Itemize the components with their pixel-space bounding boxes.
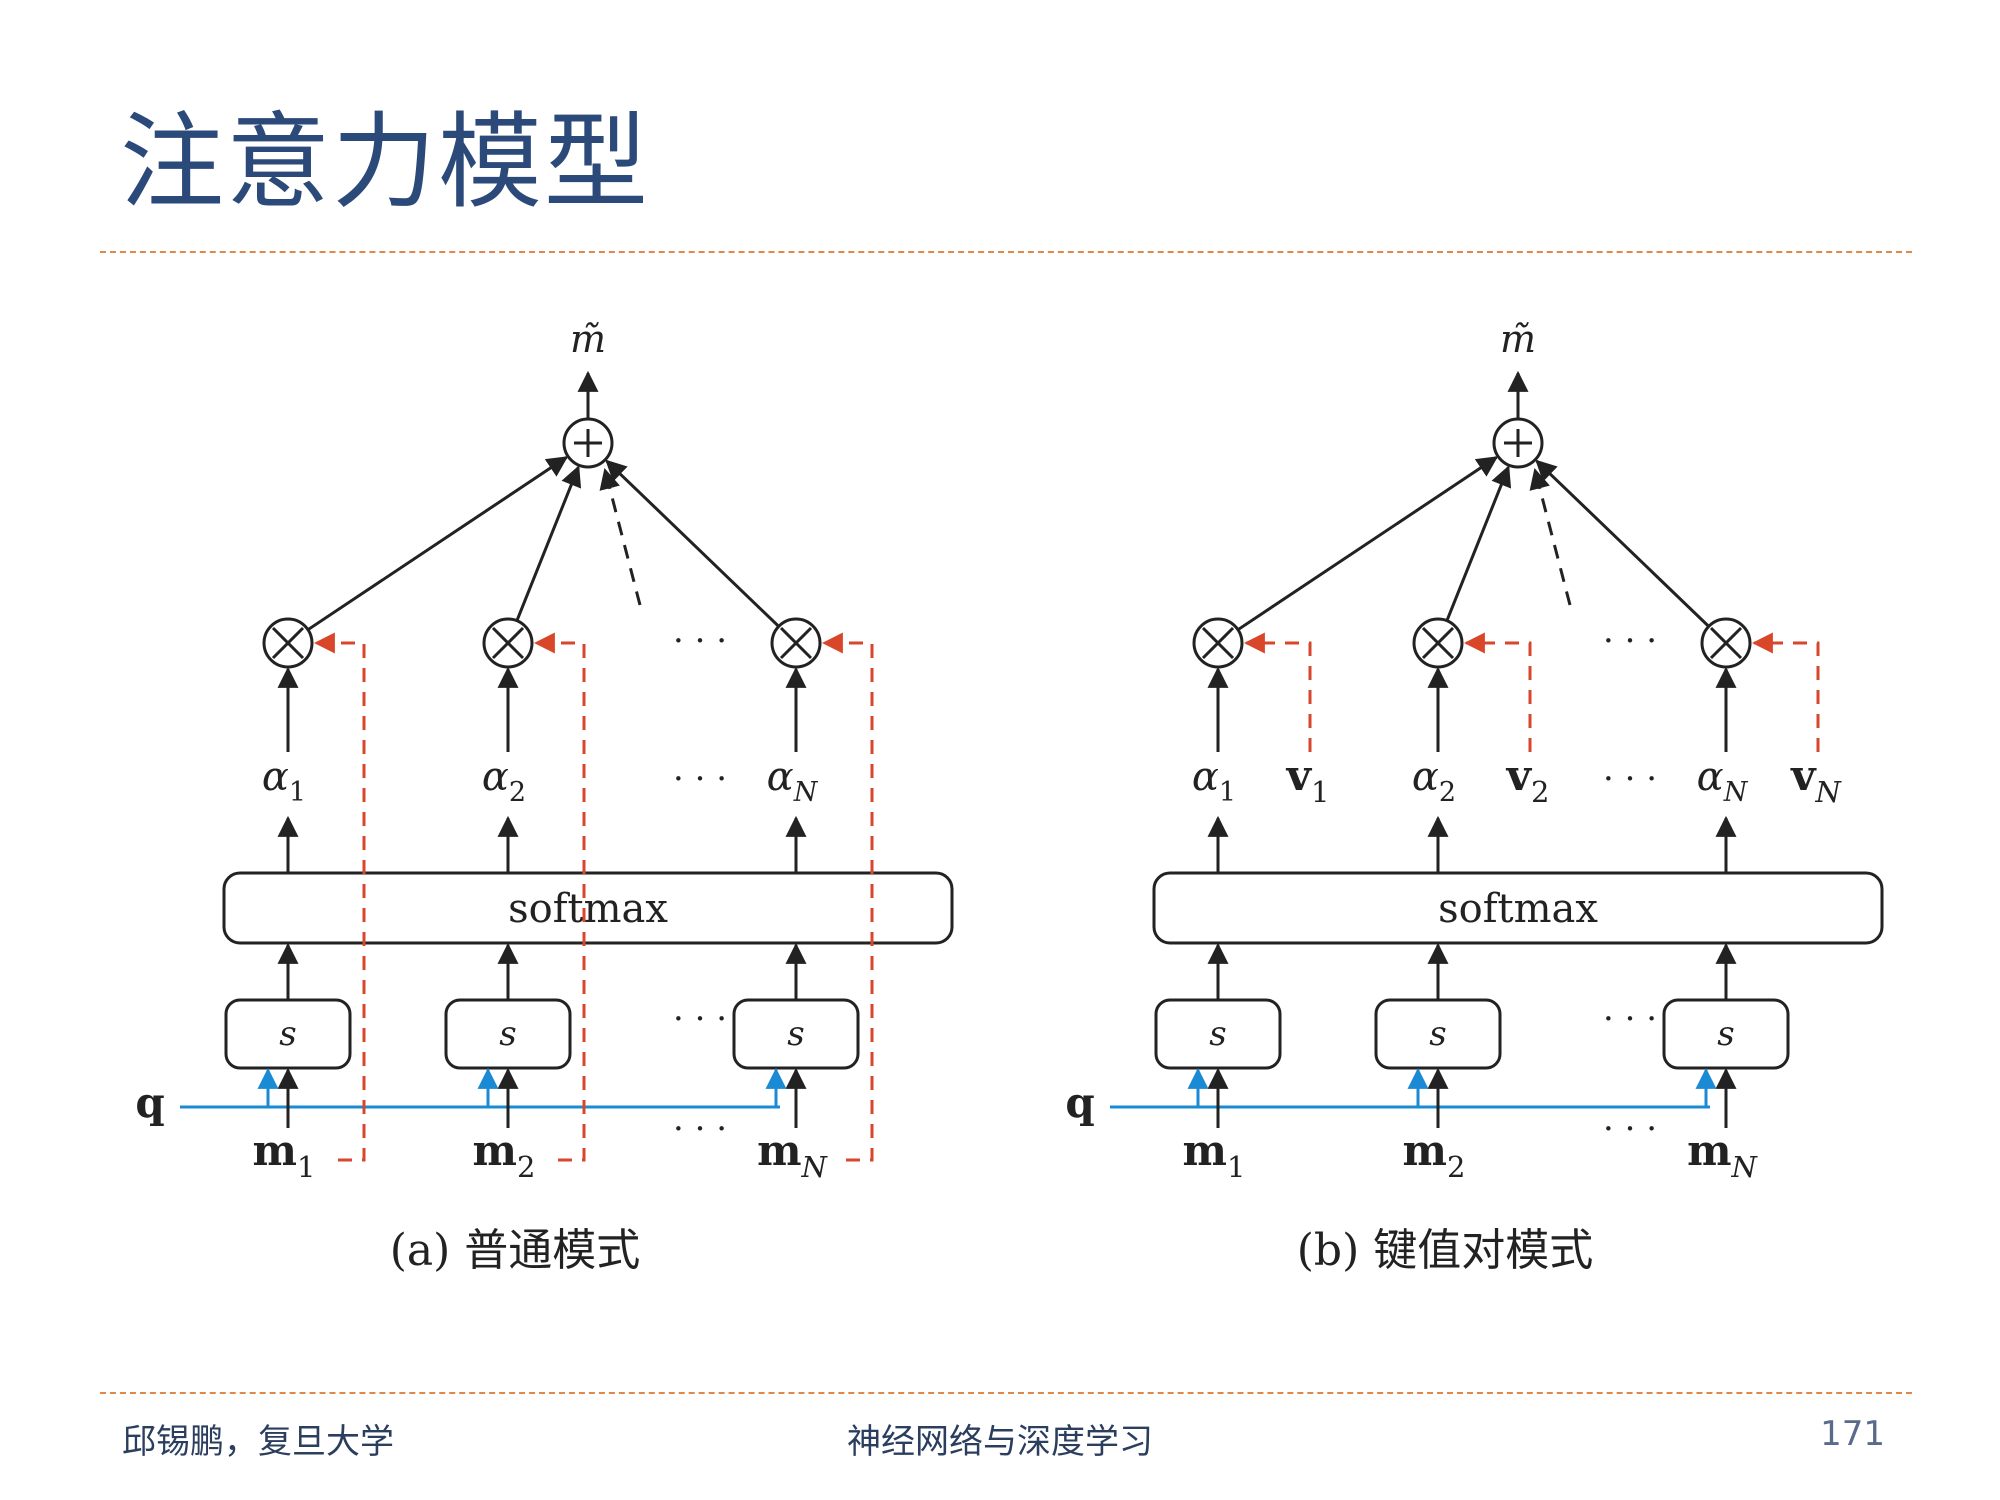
times-mark bbox=[271, 626, 305, 660]
more-terms-arrow bbox=[1529, 467, 1572, 606]
ellipsis: · · · bbox=[1603, 999, 1657, 1039]
weighted-sum-arrow bbox=[605, 459, 780, 628]
alpha-label: αN bbox=[767, 754, 819, 808]
output-label: m̃ bbox=[1500, 317, 1536, 361]
times-mark bbox=[779, 626, 813, 660]
times-mark bbox=[1201, 626, 1235, 660]
weighted-sum-arrow bbox=[307, 456, 569, 631]
query-label: q bbox=[1065, 1078, 1094, 1127]
score-label: s bbox=[279, 1014, 296, 1054]
times-mark bbox=[491, 626, 525, 660]
query-label: q bbox=[135, 1078, 164, 1127]
weighted-sum-arrow bbox=[1445, 465, 1512, 622]
weighted-sum-arrow bbox=[1237, 456, 1499, 631]
ellipsis: · · · bbox=[673, 999, 727, 1039]
value-arrow bbox=[1463, 632, 1532, 752]
alpha-label: αN bbox=[1697, 754, 1749, 808]
ellipsis: · · · bbox=[673, 621, 727, 661]
input-label: mN bbox=[1687, 1126, 1758, 1184]
alpha-label: α1 bbox=[262, 754, 306, 808]
output-label: m̃ bbox=[570, 317, 606, 361]
score-label: s bbox=[1717, 1014, 1734, 1054]
alpha-label: α2 bbox=[1412, 754, 1456, 808]
times-mark bbox=[1421, 626, 1455, 660]
softmax-box bbox=[1152, 871, 1884, 945]
alpha-label: α2 bbox=[482, 754, 526, 808]
weighted-sum-arrow bbox=[1535, 459, 1710, 628]
value-label: vN bbox=[1790, 751, 1842, 809]
value-label: v2 bbox=[1506, 751, 1550, 809]
value-route bbox=[821, 632, 874, 1162]
ellipsis: · · · bbox=[1603, 1109, 1657, 1149]
top-divider bbox=[100, 251, 1912, 253]
input-label: mN bbox=[757, 1126, 828, 1184]
weighted-sum-arrow bbox=[515, 465, 582, 622]
score-label: s bbox=[1429, 1014, 1446, 1054]
input-label: m1 bbox=[1183, 1126, 1246, 1184]
slide-title: 注意力模型 bbox=[120, 101, 651, 223]
times-mark bbox=[1709, 626, 1743, 660]
softmax-box bbox=[222, 871, 954, 945]
panel-caption: (a) 普通模式 bbox=[390, 1225, 641, 1276]
panel-b: m̃ softmax q α1 s m1 v1 α2 s m2 v2 αN s mN vN · · · · · … bbox=[1065, 317, 1884, 1276]
score-label: s bbox=[1209, 1014, 1226, 1054]
panel-a: m̃ softmax q α1 s m1 α2 s m2 αN s mN · · · · · · · · ·… bbox=[135, 317, 954, 1276]
input-label: m2 bbox=[1403, 1126, 1466, 1184]
input-label: m1 bbox=[253, 1126, 316, 1184]
footer-course: 神经网络与深度学习 bbox=[847, 1422, 1153, 1462]
score-label: s bbox=[787, 1014, 804, 1054]
input-label: m2 bbox=[473, 1126, 536, 1184]
bottom-divider bbox=[100, 1392, 1912, 1394]
value-arrow bbox=[1243, 632, 1312, 752]
ellipsis: · · · bbox=[1603, 621, 1657, 661]
alpha-label: α1 bbox=[1192, 754, 1236, 808]
ellipsis: · · · bbox=[673, 1109, 727, 1149]
footer-author: 邱锡鹏，复旦大学 bbox=[122, 1422, 394, 1462]
value-arrow bbox=[1751, 632, 1820, 752]
value-label: v1 bbox=[1286, 751, 1330, 809]
ellipsis: · · · bbox=[673, 759, 727, 799]
panel-caption: (b) 键值对模式 bbox=[1297, 1225, 1593, 1276]
value-route bbox=[313, 632, 366, 1162]
softmax-label: softmax bbox=[508, 886, 668, 932]
page-number: 171 bbox=[1820, 1414, 1885, 1454]
ellipsis: · · · bbox=[1603, 759, 1657, 799]
score-label: s bbox=[499, 1014, 516, 1054]
more-terms-arrow bbox=[599, 467, 642, 606]
value-route bbox=[533, 632, 586, 1162]
softmax-label: softmax bbox=[1438, 886, 1598, 932]
